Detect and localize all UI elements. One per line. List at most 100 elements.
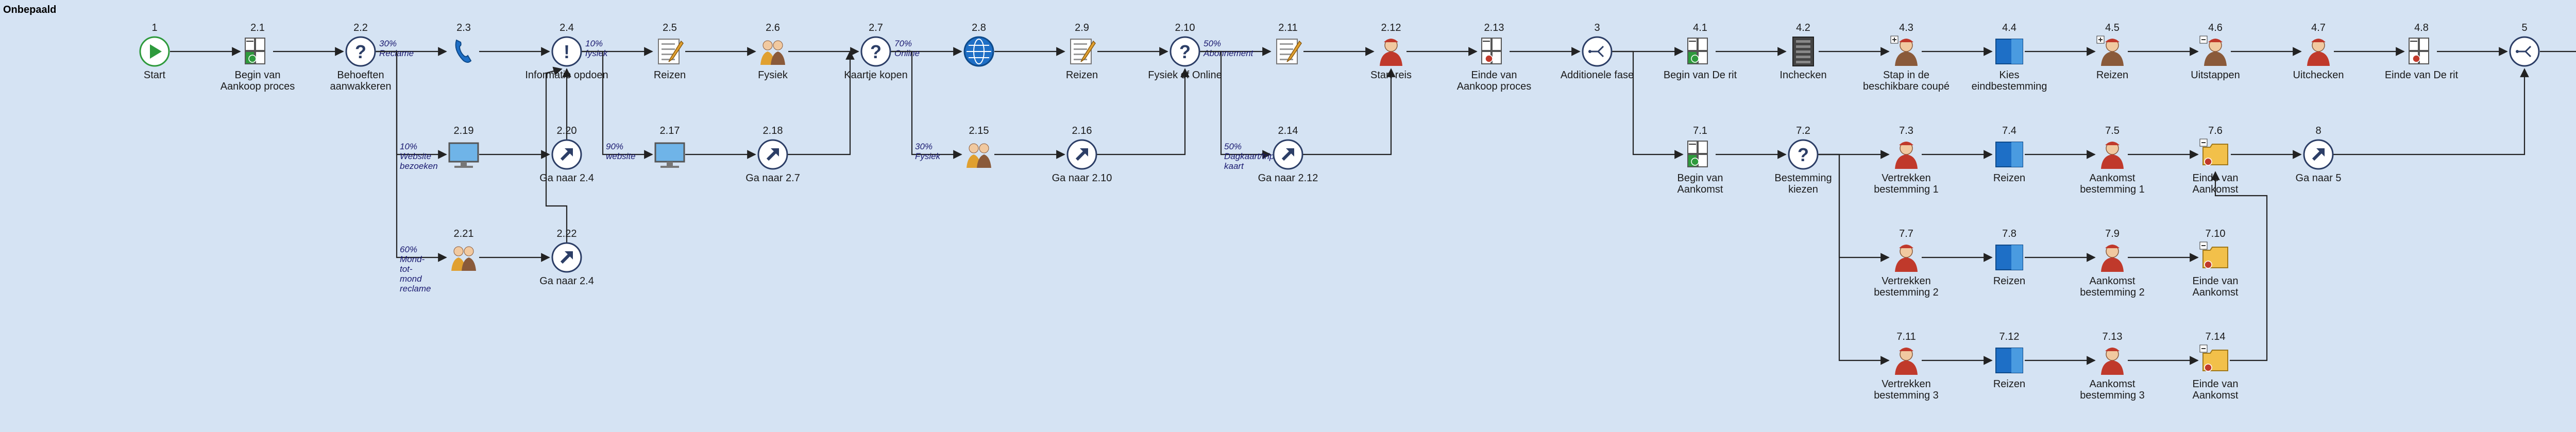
node-2-19[interactable]: 2.19 xyxy=(448,125,479,168)
svg-text:?: ? xyxy=(1798,144,1809,165)
node-label: Aankomst xyxy=(2090,378,2136,390)
question-icon: ? xyxy=(345,36,376,67)
node-2-10[interactable]: 2.10?Fysiek of Online xyxy=(1148,22,1222,81)
node-label: Begin van xyxy=(1677,172,1723,184)
node-2-11[interactable]: 2.11 xyxy=(1276,22,1302,64)
node-label: kiezen xyxy=(1788,184,1818,195)
edge-annotation: 30%Fysiek xyxy=(915,142,941,161)
node-2-7[interactable]: 2.7?Kaartje kopen xyxy=(844,22,907,81)
node-5[interactable]: 5 xyxy=(2509,22,2540,67)
person-icon xyxy=(2101,142,2124,169)
node-label: aanwakkeren xyxy=(330,81,392,92)
monitor-icon xyxy=(448,142,479,168)
node-2-17[interactable]: 2.17 xyxy=(654,125,685,168)
node-number: 2.15 xyxy=(969,125,989,136)
edge-annotation: 90%website xyxy=(606,142,636,161)
edge-3-to-7-1 xyxy=(1612,50,1684,159)
node-label: Aankoop proces xyxy=(221,81,295,92)
node-label: Start reis xyxy=(1370,70,1412,81)
svg-text:?: ? xyxy=(870,41,882,62)
node-number: 2.14 xyxy=(1278,125,1298,136)
node-label: Vertrekken xyxy=(1882,172,1931,184)
node-number: 2.9 xyxy=(1075,22,1089,33)
node-label: Fysiek of Online xyxy=(1148,70,1222,81)
node-number: 7.11 xyxy=(1896,331,1916,342)
node-label: Uitstappen xyxy=(2191,70,2240,81)
node-label: Einde van xyxy=(2193,378,2239,390)
node-2-4[interactable]: 2.4! Informatie opdoen xyxy=(525,22,608,81)
node-number: 7.5 xyxy=(2105,125,2120,136)
node-number: 2.4 xyxy=(560,22,574,33)
blue-panel-icon xyxy=(1995,142,2023,167)
node-number: 7.6 xyxy=(2208,125,2223,136)
node-number: 2.3 xyxy=(456,22,471,33)
node-2-3[interactable]: 2.3 xyxy=(455,22,472,63)
edge-annotation-line: Dagkaart/trip xyxy=(1224,151,1274,161)
node-number: 7.7 xyxy=(1899,228,1913,239)
node-number: 2.2 xyxy=(353,22,368,33)
node-label: Reizen xyxy=(1066,70,1098,81)
node-number: 2.21 xyxy=(454,228,474,239)
edge-7-14-to-7-6 xyxy=(2211,171,2268,361)
node-2-8[interactable]: 2.8 xyxy=(963,22,994,67)
phone-icon xyxy=(455,39,472,63)
node-2-15[interactable]: 2.15 xyxy=(967,125,991,168)
travel-icon xyxy=(1070,39,1096,64)
edge-annotation-line: 30% xyxy=(379,39,397,48)
end-process-icon xyxy=(1481,38,1502,64)
folder-icon xyxy=(2199,241,2228,269)
node-label: Behoeften xyxy=(337,70,384,81)
node-number: 4.4 xyxy=(2002,22,2016,33)
node-number: 4.7 xyxy=(2311,22,2326,33)
node-label: Stap in de xyxy=(1883,70,1929,81)
merge-icon xyxy=(2509,36,2540,67)
node-number: 4.2 xyxy=(1796,22,1810,33)
node-number: 7.10 xyxy=(2206,228,2226,239)
edge-annotation-line: mond xyxy=(400,274,422,284)
node-number: 7.4 xyxy=(2002,125,2016,136)
svg-text:!: ! xyxy=(564,41,570,62)
node-number: 7.8 xyxy=(2002,228,2016,239)
node-8[interactable]: 8Ga naar 5 xyxy=(2296,125,2342,184)
node-number: 2.22 xyxy=(557,228,577,239)
node-2-21[interactable]: 2.21 xyxy=(451,228,476,271)
node-label: Informatie opdoen xyxy=(525,70,608,81)
